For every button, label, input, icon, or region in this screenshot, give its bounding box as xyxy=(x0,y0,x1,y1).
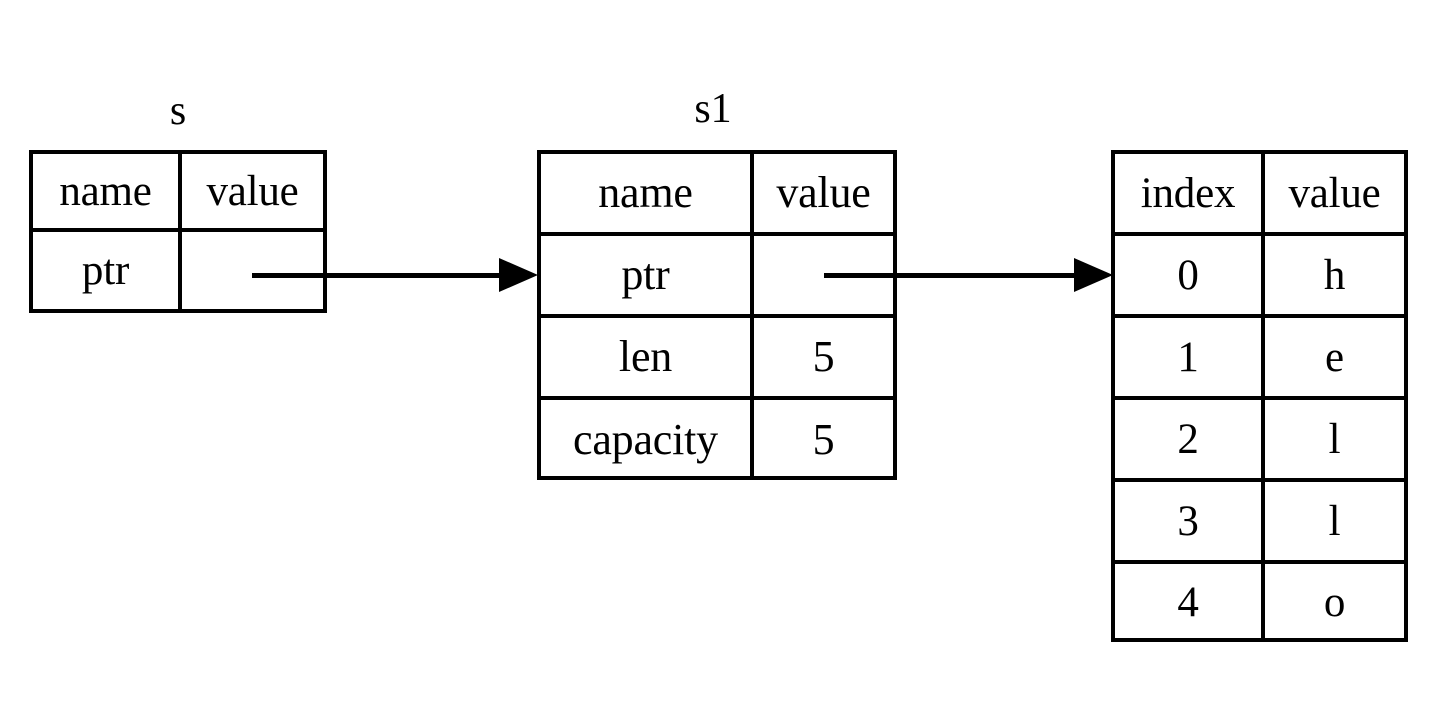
table-row: len 5 xyxy=(541,318,893,400)
header-cell-value: value xyxy=(1288,169,1381,217)
header-cell-value: value xyxy=(776,168,871,217)
cell-index-2: 2 xyxy=(1115,400,1265,478)
cell-name-ptr: ptr xyxy=(33,232,182,309)
table-row: 0 h xyxy=(1115,236,1404,318)
table-row-header: name value xyxy=(541,154,893,236)
cell-value-4: o xyxy=(1323,579,1346,626)
cell-value-3: l xyxy=(1328,497,1341,545)
pointer-arrow-head-s1-to-heap xyxy=(1074,258,1113,292)
table-s1-label: s1 xyxy=(694,86,732,132)
cell-name-capacity: capacity xyxy=(541,400,754,480)
table-row: capacity 5 xyxy=(541,400,893,480)
pointer-arrow-line-s1-to-heap xyxy=(824,273,1078,278)
table-row: ptr xyxy=(541,236,893,318)
table-heap-buffer: index value 0 h 1 e 2 l 3 l 4 o xyxy=(1111,150,1408,642)
cell-value-0: h xyxy=(1323,251,1346,299)
cell-name-len: len xyxy=(541,318,754,396)
header-cell-index: index xyxy=(1115,154,1265,232)
header-cell-name: name xyxy=(33,154,182,228)
header-cell-name: name xyxy=(541,154,754,232)
cell-value-ptr xyxy=(182,232,323,309)
table-row: 2 l xyxy=(1115,400,1404,482)
table-row: 3 l xyxy=(1115,482,1404,564)
pointer-arrow-head-s-to-s1 xyxy=(499,258,538,292)
table-row: 1 e xyxy=(1115,318,1404,400)
table-row-header: index value xyxy=(1115,154,1404,236)
cell-value-2: l xyxy=(1328,415,1341,463)
table-row: 4 o xyxy=(1115,564,1404,641)
pointer-arrow-line-s-to-s1 xyxy=(252,273,504,278)
cell-index-3: 3 xyxy=(1115,482,1265,560)
cell-value-1: e xyxy=(1325,333,1344,381)
cell-value-len: 5 xyxy=(812,332,835,381)
table-row-header: name value xyxy=(33,154,323,232)
cell-value-capacity: 5 xyxy=(812,415,835,464)
table-s-label: s xyxy=(169,88,187,134)
table-s: name value ptr xyxy=(29,150,327,313)
table-s1: name value ptr len 5 capacity 5 xyxy=(537,150,897,480)
cell-index-0: 0 xyxy=(1115,236,1265,314)
table-row: ptr xyxy=(33,232,323,309)
cell-name-ptr: ptr xyxy=(541,236,754,314)
cell-index-4: 4 xyxy=(1115,564,1265,641)
cell-index-1: 1 xyxy=(1115,318,1265,396)
header-cell-value: value xyxy=(206,167,299,215)
